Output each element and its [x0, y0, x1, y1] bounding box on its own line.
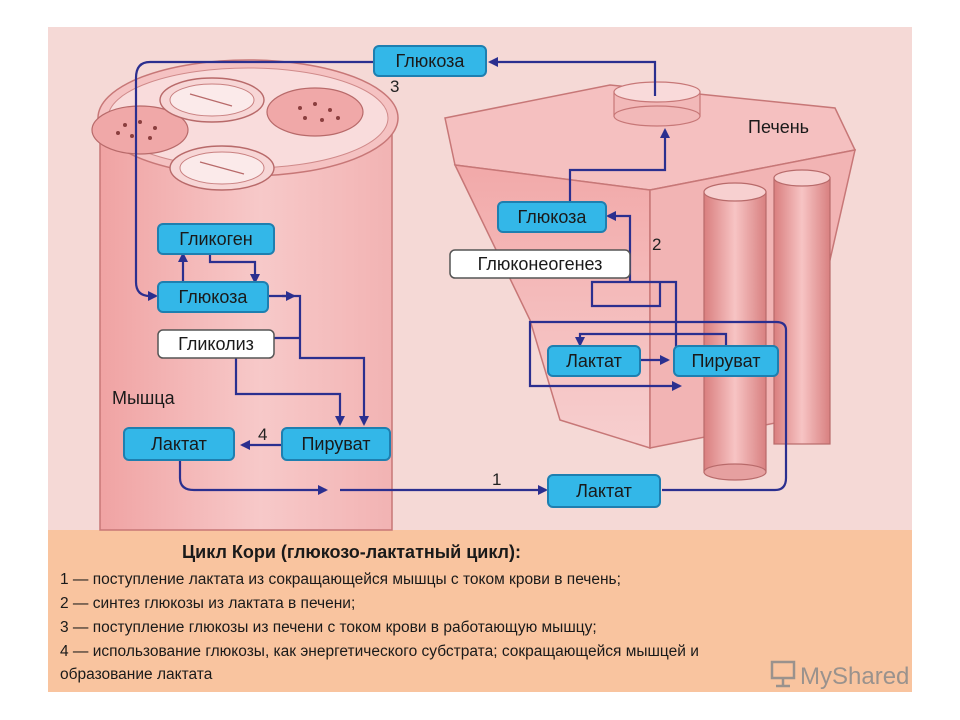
arrow-liver-to-top-glucose	[488, 57, 657, 96]
node-glucose-liver-label: Глюкоза	[518, 207, 588, 227]
step-number-1: 1	[492, 470, 501, 489]
watermark: MyShared	[770, 660, 909, 690]
legend-line-3: 3 — поступление глюкозы из печени с токо…	[60, 619, 597, 636]
arrow-gluconeogenesis-loop	[590, 280, 678, 352]
node-glycogen: Гликоген	[157, 223, 275, 255]
liver-vessel-back	[773, 169, 831, 445]
arrow-liver-glucose-to-cylinder	[568, 128, 670, 202]
node-lactate-blood: Лактат	[547, 474, 661, 508]
step-number-4: 4	[258, 425, 267, 444]
arrow-lactate-to-blood-a	[178, 460, 328, 495]
node-pyruvate-muscle: Пируват	[281, 427, 391, 461]
node-lactate-muscle: Лактат	[123, 427, 235, 461]
fibre-bundle-right	[266, 87, 364, 137]
node-glycogen-label: Гликоген	[179, 229, 253, 249]
node-pyruvate-muscle-label: Пируват	[301, 434, 370, 454]
arrow-step-3	[134, 60, 374, 301]
arrow-glycolysis-a	[282, 294, 369, 426]
node-glycolysis-label: Гликолиз	[178, 334, 254, 354]
presentation-icon	[770, 660, 796, 688]
legend-line-1: 1 — поступление лактата из сокращающейся…	[60, 571, 621, 588]
fibre-ring-top	[159, 77, 265, 123]
node-glucose-liver: Глюкоза	[497, 201, 607, 233]
arrow-blood-to-liver-lactate	[528, 320, 788, 492]
liver-vessel-front	[703, 182, 767, 481]
step-number-3: 3	[390, 77, 399, 96]
node-glycolysis: Гликолиз	[157, 329, 275, 359]
node-lactate-muscle-label: Лактат	[151, 434, 207, 454]
node-glucose-top-label: Глюкоза	[396, 51, 466, 71]
arrow-glycogen-to-glucose	[208, 254, 260, 284]
legend-background	[48, 530, 912, 692]
node-glucose-muscle: Глюкоза	[157, 281, 269, 313]
node-pyruvate-liver-label: Пируват	[691, 351, 760, 371]
arrow-pyruvate-to-lactate-return	[575, 332, 728, 347]
legend-line-4: 4 — использование глюкозы, как энергетич…	[60, 643, 699, 660]
node-glucose-muscle-label: Глюкоза	[179, 287, 249, 307]
legend-line-2: 2 — синтез глюкозы из лактата в печени;	[60, 595, 355, 612]
fibre-ring-bottom	[169, 145, 275, 191]
node-lactate-blood-label: Лактат	[576, 481, 632, 501]
node-glucose-top: Глюкоза	[373, 45, 487, 77]
fibre-bundle-left	[91, 105, 189, 155]
label-liver: Печень	[748, 117, 809, 137]
legend: Цикл Кори (глюкозо-лактатный цикл): 1 — …	[60, 542, 699, 683]
node-gluconeogenesis-label: Глюконеогенез	[478, 254, 603, 274]
step-number-2: 2	[652, 235, 661, 254]
liver-illustration	[444, 81, 857, 481]
label-muscle: Мышца	[112, 388, 176, 408]
node-pyruvate-liver: Пируват	[673, 345, 779, 377]
node-lactate-liver-label: Лактат	[566, 351, 622, 371]
legend-title: Цикл Кори (глюкозо-лактатный цикл):	[182, 542, 521, 562]
node-gluconeogenesis: Глюконеогенез	[449, 249, 631, 279]
node-lactate-liver: Лактат	[547, 345, 641, 377]
legend-line-5: образование лактата	[60, 666, 213, 683]
liver-top-cylinder	[613, 81, 701, 127]
watermark-text: MyShared	[800, 663, 909, 690]
